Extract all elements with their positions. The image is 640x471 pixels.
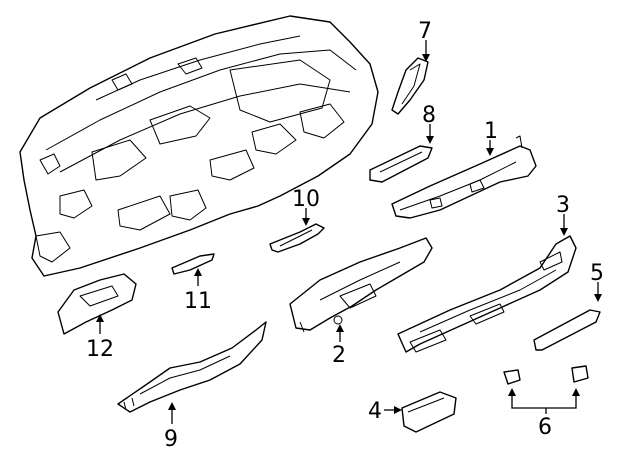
callout-5: 5 (590, 261, 604, 286)
callout-3: 3 (556, 193, 570, 218)
callout-6: 6 (538, 415, 552, 440)
callout-10: 10 (292, 187, 320, 212)
part-3-lower-trim-panel (397, 235, 577, 353)
part-4-small-bracket (401, 391, 457, 433)
callout-8: 8 (422, 103, 436, 128)
part-5-trim-strip (533, 309, 601, 351)
part-8-small-brace (369, 145, 433, 183)
callout-9: 9 (164, 427, 178, 452)
leader-lines (96, 40, 602, 424)
callout-1: 1 (484, 119, 498, 144)
part-11-small-clip-bracket (171, 253, 215, 275)
callout-11: 11 (184, 289, 212, 314)
part-1-crossmember (391, 135, 537, 219)
callout-4: 4 (368, 399, 382, 424)
part-2-center-support (289, 237, 433, 333)
part-7-end-cap (391, 57, 429, 115)
callout-2: 2 (332, 343, 346, 368)
part-9-lower-knee-panel (117, 321, 267, 413)
callout-labels: 7 8 1 10 3 5 11 12 2 9 4 6 (86, 19, 604, 452)
instrument-panel-frame (19, 15, 379, 277)
callout-12: 12 (86, 337, 114, 362)
part-10-mounting-bracket (269, 223, 325, 253)
part-6-retainer-clips (503, 365, 589, 385)
callout-7: 7 (418, 19, 432, 44)
part-12-glove-box-bracket (57, 273, 137, 335)
